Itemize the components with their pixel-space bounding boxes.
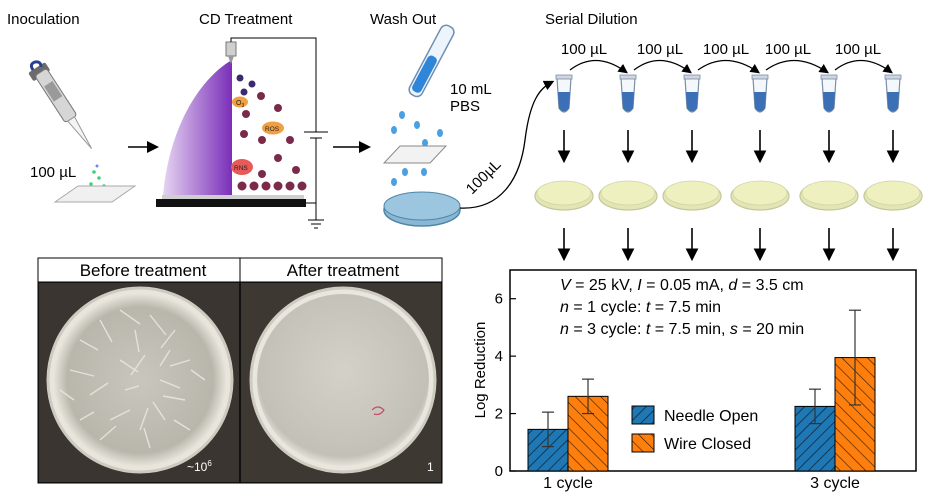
dilution-transfer-volume: 100 µL bbox=[835, 41, 881, 58]
dilution-tube-icon bbox=[619, 74, 637, 113]
error-bar bbox=[809, 388, 821, 425]
inoculation-volume: 100 µL bbox=[30, 164, 76, 181]
plasma-discharge bbox=[163, 41, 237, 195]
power-circuit-icon bbox=[230, 37, 328, 229]
condition-line-3: n = 3 cycle: t = 7.5 min, s = 20 min bbox=[560, 321, 804, 338]
dilution-tube-icon bbox=[820, 74, 838, 113]
arrow-wash-to-dilution bbox=[459, 80, 555, 209]
agar-plate-icon bbox=[730, 180, 790, 211]
step-title-cd-treatment: CD Treatment bbox=[199, 11, 293, 28]
after-treatment-label: After treatment bbox=[287, 261, 400, 280]
before-colony-count: ~106 bbox=[187, 459, 212, 474]
dilution-tube-icon bbox=[555, 74, 573, 113]
log-reduction-chart: Log Reduction 0 2 4 6 1 cycle 3 cycle V = 25… bbox=[472, 269, 917, 492]
condition-line-2: n = 1 cycle: t = 7.5 min bbox=[560, 299, 721, 316]
y-tick-label: 2 bbox=[495, 406, 503, 423]
error-bar bbox=[582, 378, 594, 415]
wash-solution: PBS bbox=[450, 98, 480, 115]
condition-annotations: V = 25 kV, I = 0.05 mA, d = 3.5 cm n = 1… bbox=[560, 277, 804, 338]
agar-plate-icon bbox=[799, 180, 859, 211]
photo-panel: Before treatment After treatment ~106 1 bbox=[37, 257, 443, 484]
transfer-volume: 100µL bbox=[463, 156, 505, 198]
wash-droplets bbox=[391, 111, 443, 186]
legend-label-wire-closed: Wire Closed bbox=[664, 436, 751, 453]
bar-needle-open bbox=[527, 428, 569, 472]
y-axis-ticks: 0 2 4 6 bbox=[495, 291, 516, 480]
y-axis-label: Log Reduction bbox=[472, 322, 489, 419]
legend-label-needle-open: Needle Open bbox=[664, 408, 758, 425]
pipette-icon bbox=[28, 60, 93, 149]
o3-label: O3 bbox=[236, 100, 244, 109]
before-treatment-label: Before treatment bbox=[80, 261, 207, 280]
agar-plate-icon bbox=[534, 180, 594, 211]
dilution-tube-icon bbox=[683, 74, 701, 113]
inoculum-droplets bbox=[89, 164, 106, 188]
error-bar bbox=[849, 309, 861, 406]
error-bar bbox=[542, 411, 554, 448]
y-tick-label: 4 bbox=[495, 348, 503, 365]
bar-series bbox=[527, 309, 876, 472]
arrow-dilution-transfer bbox=[697, 59, 760, 74]
dilution-tube-icon bbox=[751, 74, 769, 113]
glass-slide-icon bbox=[53, 185, 137, 203]
ground-electrode-icon bbox=[156, 195, 306, 207]
serial-dilution-series: 100 µL 100 µL 100 µL 100 µL 100 µL bbox=[534, 41, 923, 262]
step-title-wash-out: Wash Out bbox=[370, 11, 437, 28]
agar-plate-icon bbox=[598, 180, 658, 211]
step-title-serial-dilution: Serial Dilution bbox=[545, 11, 638, 28]
ros-label: ROS bbox=[265, 126, 280, 133]
before-treatment-plate-photo: ~106 bbox=[46, 286, 234, 474]
legend-swatch-needle-open bbox=[631, 405, 655, 425]
y-tick-label: 6 bbox=[495, 291, 503, 308]
washed-slide-icon bbox=[382, 145, 448, 164]
dilution-transfer-volume: 100 µL bbox=[561, 41, 607, 58]
rns-label: RNS bbox=[234, 165, 248, 172]
dilution-transfer-volume: 100 µL bbox=[703, 41, 749, 58]
chart-legend: Needle Open Wire Closed bbox=[631, 405, 758, 453]
x-axis-labels: 1 cycle 3 cycle bbox=[543, 466, 860, 492]
arrow-dilution-transfer bbox=[569, 59, 628, 74]
x-tick-label: 1 cycle bbox=[543, 475, 593, 492]
petri-dish-icon bbox=[383, 191, 461, 227]
agar-plate-icon bbox=[863, 180, 923, 211]
condition-line-1: V = 25 kV, I = 0.05 mA, d = 3.5 cm bbox=[560, 277, 804, 294]
arrow-dilution-transfer bbox=[834, 59, 893, 74]
arrow-dilution-transfer bbox=[765, 59, 829, 74]
wash-pipette-icon bbox=[408, 24, 455, 98]
dilution-transfer-volume: 100 µL bbox=[637, 41, 683, 58]
x-tick-label: 3 cycle bbox=[810, 475, 860, 492]
reactive-species-cloud: O3 ROS RNS bbox=[231, 74, 307, 191]
after-colony-count: 1 bbox=[427, 460, 434, 474]
dilution-tube-icon bbox=[884, 74, 902, 113]
dilution-transfer-volume: 100 µL bbox=[765, 41, 811, 58]
agar-plate-icon bbox=[662, 180, 722, 211]
step-title-inoculation: Inoculation bbox=[7, 11, 80, 28]
legend-swatch-wire-closed bbox=[631, 433, 655, 453]
arrow-dilution-transfer bbox=[633, 59, 692, 74]
after-treatment-plate-photo: 1 bbox=[249, 286, 437, 474]
wash-volume: 10 mL bbox=[450, 81, 492, 98]
y-tick-label: 0 bbox=[495, 463, 503, 480]
